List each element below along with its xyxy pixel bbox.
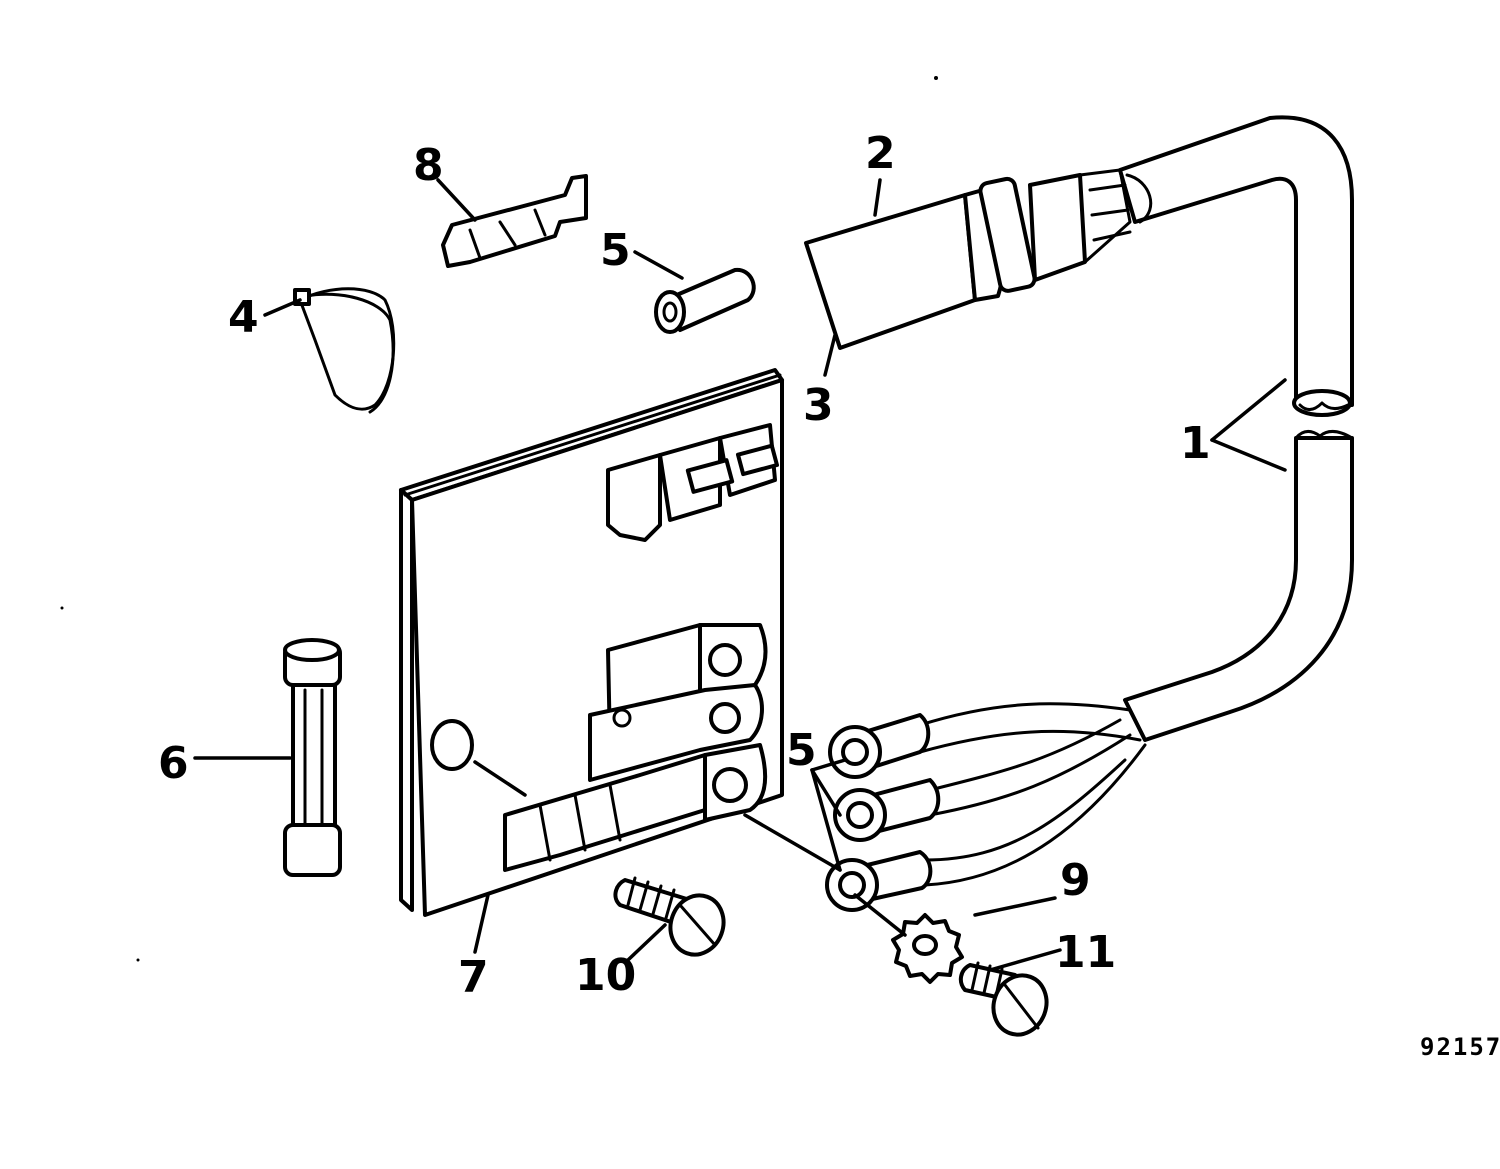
callout-7: 7 xyxy=(458,952,489,1003)
leader-7-hole xyxy=(473,760,527,797)
callout-3: 3 xyxy=(803,380,834,431)
cable-tie-icon xyxy=(293,287,396,414)
leader-9 xyxy=(973,896,1057,917)
callout-labels: 1 2 3 4 5 5 6 7 8 9 10 11 xyxy=(158,128,1211,1003)
callout-8: 8 xyxy=(413,140,444,191)
leader-9-ring xyxy=(853,893,907,937)
leader-3 xyxy=(823,333,837,377)
leader-8 xyxy=(436,178,477,222)
leader-7-terminal xyxy=(743,813,842,872)
glass-fuse-icon xyxy=(283,638,342,877)
callout-5-right: 5 xyxy=(786,725,817,776)
terminal-board-icon xyxy=(399,368,784,917)
leader-5-top xyxy=(633,250,684,280)
leader-4 xyxy=(263,298,302,317)
slotted-screw-icon xyxy=(613,876,726,957)
terminal-sleeve-icon xyxy=(825,702,1147,912)
blade-terminal-icon xyxy=(441,174,588,268)
callout-9: 9 xyxy=(1060,855,1091,906)
callout-2: 2 xyxy=(865,128,896,179)
slotted-screw-icon xyxy=(958,961,1049,1037)
callout-1: 1 xyxy=(1180,418,1211,469)
callout-11: 11 xyxy=(1055,927,1116,978)
callout-5-top: 5 xyxy=(600,225,631,276)
connector-boot-icon xyxy=(804,241,842,350)
callout-6: 6 xyxy=(158,738,189,789)
leader-1-lower xyxy=(1210,438,1287,472)
leader-11 xyxy=(988,948,1062,972)
leader-5-right-a xyxy=(810,758,847,772)
terminal-sleeve-icon xyxy=(654,267,756,334)
print-speck xyxy=(934,76,938,80)
leader-1-upper xyxy=(1210,378,1287,442)
leader-5-right-c xyxy=(810,768,842,872)
callout-4: 4 xyxy=(228,292,259,343)
leader-lines xyxy=(193,178,1287,972)
print-speck xyxy=(60,606,64,610)
callout-10: 10 xyxy=(575,950,636,1001)
leader-10 xyxy=(626,923,667,962)
connector-housing-icon xyxy=(804,168,1132,350)
leader-5-right-b xyxy=(810,768,842,817)
wire-harness-cable-icon xyxy=(1118,115,1354,742)
lock-washer-icon xyxy=(891,913,964,984)
leader-7 xyxy=(473,893,490,954)
figure-number: 92157 xyxy=(1420,1033,1500,1061)
leader-2 xyxy=(873,178,882,217)
print-speck xyxy=(136,958,140,962)
